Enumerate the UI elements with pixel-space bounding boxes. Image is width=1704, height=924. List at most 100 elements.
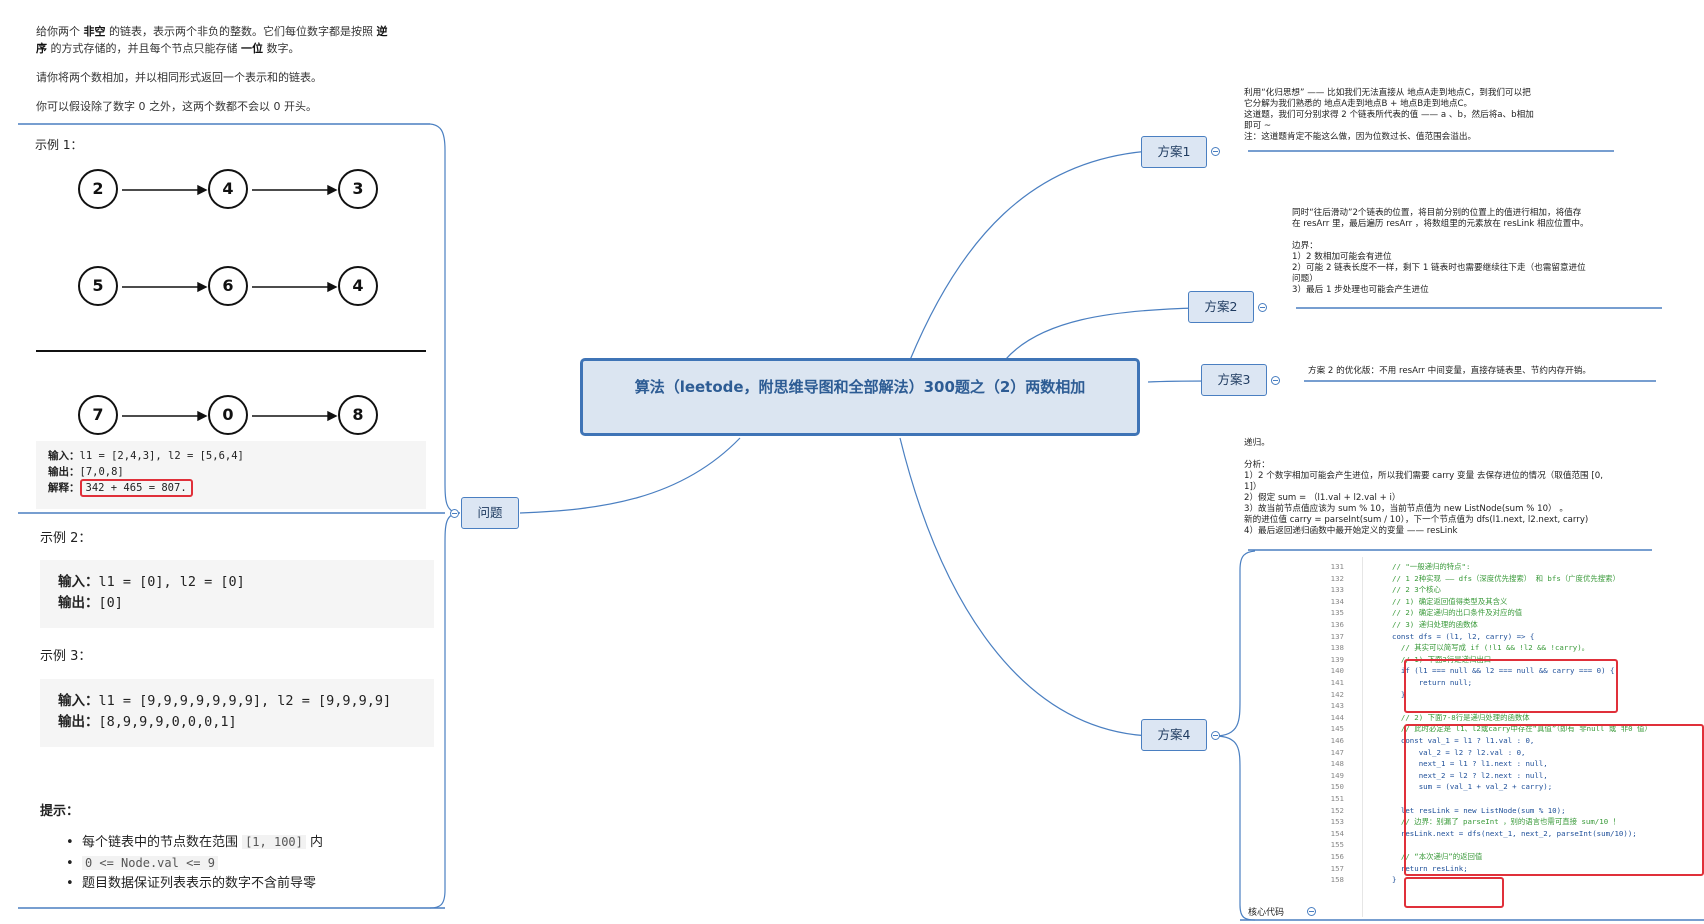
hint-text: 内 <box>305 835 324 850</box>
text-segment: 数字。 <box>263 41 300 55</box>
code-line-text: const val_1 = l1 ? l1.val : 0, <box>1392 736 1535 745</box>
hint-text: 题目数据保证列表表示的数字不含前导零 <box>81 876 316 891</box>
code-line-number: 154 <box>1330 828 1344 838</box>
plan1-note: 利用“化归思想” —— 比如我们无法直接从 地点A走到地点C，到我们可以把 它分… <box>1244 88 1624 143</box>
code-line-number: 149 <box>1330 770 1344 780</box>
topic-plan4[interactable]: 方案4 <box>1141 719 1207 751</box>
output-label: 输出： <box>58 714 99 730</box>
code-snippet: 131 // "一般递归的特点": 132 // 1 2种实现 —— dfs（深度优先… <box>1320 557 1704 917</box>
connector-plan1 <box>909 150 1151 361</box>
list-node: 4 <box>338 266 378 306</box>
explain-label: 解释： <box>48 482 80 494</box>
central-topic[interactable]: 算法（leetode，附思维导图和全部解法）300题之（2）两数相加 <box>580 358 1140 436</box>
text-segment: 的方式存储的，并且每个节点只能存储 <box>47 41 241 55</box>
bracket-problem <box>429 123 461 514</box>
note-line: 这道题，我们可分别求得 2 个链表所代表的值 —— a 、b，然后将a、b相加 <box>1244 110 1534 120</box>
note-line: 2）可能 2 链表长度不一样，剩下 1 链表时也需要继续往下走（也需留意进位 <box>1292 263 1586 273</box>
list-node: 7 <box>78 395 118 435</box>
hint-text: 每个链表中的节点数在范围 <box>81 835 243 850</box>
collapse-toggle-plan4[interactable] <box>1211 731 1220 740</box>
code-line-text: // 2) 下面7-8行是递归处理的函数体 <box>1392 712 1530 722</box>
list-node: 5 <box>78 266 118 306</box>
code-line-text: // 其实可以简写成 if (!l1 && !l2 && !carry)。 <box>1392 643 1590 653</box>
example-2-title: 示例 2： <box>40 531 92 546</box>
code-gutter-divider <box>1362 557 1363 917</box>
output-label: 输出： <box>48 466 80 478</box>
code-line-text: // 2 3个核心 <box>1392 585 1441 595</box>
code-line-number: 137 <box>1330 631 1344 641</box>
code-line-number: 153 <box>1330 817 1344 827</box>
collapse-toggle-plan1[interactable] <box>1211 147 1220 156</box>
hint-code: [1, 100] <box>242 835 306 849</box>
hint-title: 提示： <box>40 804 80 819</box>
code-line-number: 136 <box>1330 620 1344 629</box>
input-label: 输入： <box>48 450 80 462</box>
explain-value-highlight: 342 + 465 = 807. <box>79 479 193 497</box>
note-line: 4）最后返回递归函数中最开始定义的变量 —— resLink <box>1244 526 1458 536</box>
code-line-number: 140 <box>1330 666 1344 676</box>
code-line-number: 132 <box>1330 573 1344 583</box>
code-line-number: 143 <box>1330 701 1344 711</box>
input-value: l1 = [9,9,9,9,9,9,9], l2 = [9,9,9,9] <box>98 693 392 709</box>
code-line-text: next_2 = l2 ? l2.next : null, <box>1392 770 1548 780</box>
code-line-text: return resLink; <box>1392 863 1468 873</box>
topic-plan2[interactable]: 方案2 <box>1188 291 1254 323</box>
note-line: 边界： <box>1292 241 1318 251</box>
plan4-note: 递归。 分析： 1）2 个数字相加可能会产生进位，所以我们需要 carry 变量… <box>1244 438 1684 537</box>
code-line-text: // 1) 确定返回值得类型及其含义 <box>1392 596 1508 606</box>
list-item: • 0 <= Node.val <= 9 <box>66 853 323 874</box>
topic-plan3[interactable]: 方案3 <box>1201 364 1267 396</box>
note-line: 3）故当前节点值应该为 sum % 10，当前节点值为 new ListNode… <box>1244 504 1568 514</box>
problem-paragraph-2: 请你将两个数相加，并以相同形式返回一个表示和的链表。 <box>36 71 322 84</box>
code-line-number: 147 <box>1330 747 1344 757</box>
highlight-recursion-body <box>1404 724 1704 876</box>
code-line-number: 134 <box>1330 596 1344 606</box>
code-line-number: 139 <box>1330 654 1344 664</box>
connector-plan2 <box>1004 307 1199 361</box>
problem-paragraph-1: 给你两个 非空 的链表，表示两个非负的整数。它们每位数字都是按照 逆 序 的方式… <box>36 24 436 57</box>
collapse-toggle-core-code[interactable] <box>1307 907 1316 916</box>
code-line-number: 131 <box>1330 562 1344 571</box>
collapse-toggle-plan2[interactable] <box>1258 303 1267 312</box>
highlight-recursion-exit <box>1404 659 1618 713</box>
list-node: 2 <box>78 169 118 209</box>
note-line: 它分解为我们熟悉的 地点A走到地点B + 地点B走到地点C。 <box>1244 99 1473 109</box>
code-line-number: 142 <box>1330 689 1344 699</box>
example-3-title: 示例 3： <box>40 649 92 664</box>
topic-label: 问题 <box>477 505 503 520</box>
code-line-number: 157 <box>1330 863 1344 873</box>
text-segment: 的链表，表示两个非负的整数。它们每位数字都是按照 <box>105 25 377 38</box>
bold-one-digit: 一位 <box>241 41 263 55</box>
output-value: [0] <box>98 595 123 611</box>
code-line-text: sum = (val_1 + val_2 + carry); <box>1392 782 1553 792</box>
topic-label: 方案2 <box>1204 299 1238 314</box>
code-line-text: // 1 2种实现 —— dfs（深度优先搜索） 和 bfs（广度优先搜索） <box>1392 573 1620 583</box>
collapse-toggle-problem[interactable] <box>450 509 459 518</box>
code-line-number: 146 <box>1330 736 1344 745</box>
list-node: 4 <box>208 169 248 209</box>
note-line: 分析： <box>1244 460 1270 470</box>
note-line <box>1292 230 1672 241</box>
highlight-return <box>1404 877 1504 908</box>
note-line <box>1244 449 1684 460</box>
bracket-plan4-lower <box>1214 735 1256 921</box>
input-value: l1 = [0], l2 = [0] <box>98 574 245 590</box>
hint-code: 0 <= Node.val <= 9 <box>81 856 218 870</box>
topic-plan1[interactable]: 方案1 <box>1141 136 1207 168</box>
input-value: l1 = [2,4,3], l2 = [5,6,4] <box>79 450 244 462</box>
code-line-text: next_1 = l1 ? l1.next : null, <box>1392 759 1548 769</box>
code-line-number: 133 <box>1330 585 1344 595</box>
code-line-number: 148 <box>1330 759 1344 769</box>
code-line-number: 135 <box>1330 608 1344 618</box>
note-line: 1）2 个数字相加可能会产生进位，所以我们需要 carry 变量 去保存进位的情… <box>1244 471 1603 481</box>
code-line-text: val_2 = l2 ? l2.val : 0, <box>1392 747 1526 757</box>
topic-problem[interactable]: 问题 <box>461 497 519 529</box>
bold-reverse: 逆 <box>376 25 388 38</box>
code-line-text: // "一般递归的特点": <box>1392 562 1471 571</box>
note-line: 同时“往后滑动”2个链表的位置，将目前分别的位置上的值进行相加，将值存 <box>1292 208 1582 218</box>
collapse-toggle-plan3[interactable] <box>1271 376 1280 385</box>
code-line-number: 155 <box>1330 840 1344 850</box>
list-item: • 每个链表中的节点数在范围 [1, 100] 内 <box>66 835 324 850</box>
note-line: 注：这道题肯定不能这么做，因为位数过长、值范围会溢出。 <box>1244 132 1477 142</box>
topic-label: 方案1 <box>1157 144 1191 159</box>
